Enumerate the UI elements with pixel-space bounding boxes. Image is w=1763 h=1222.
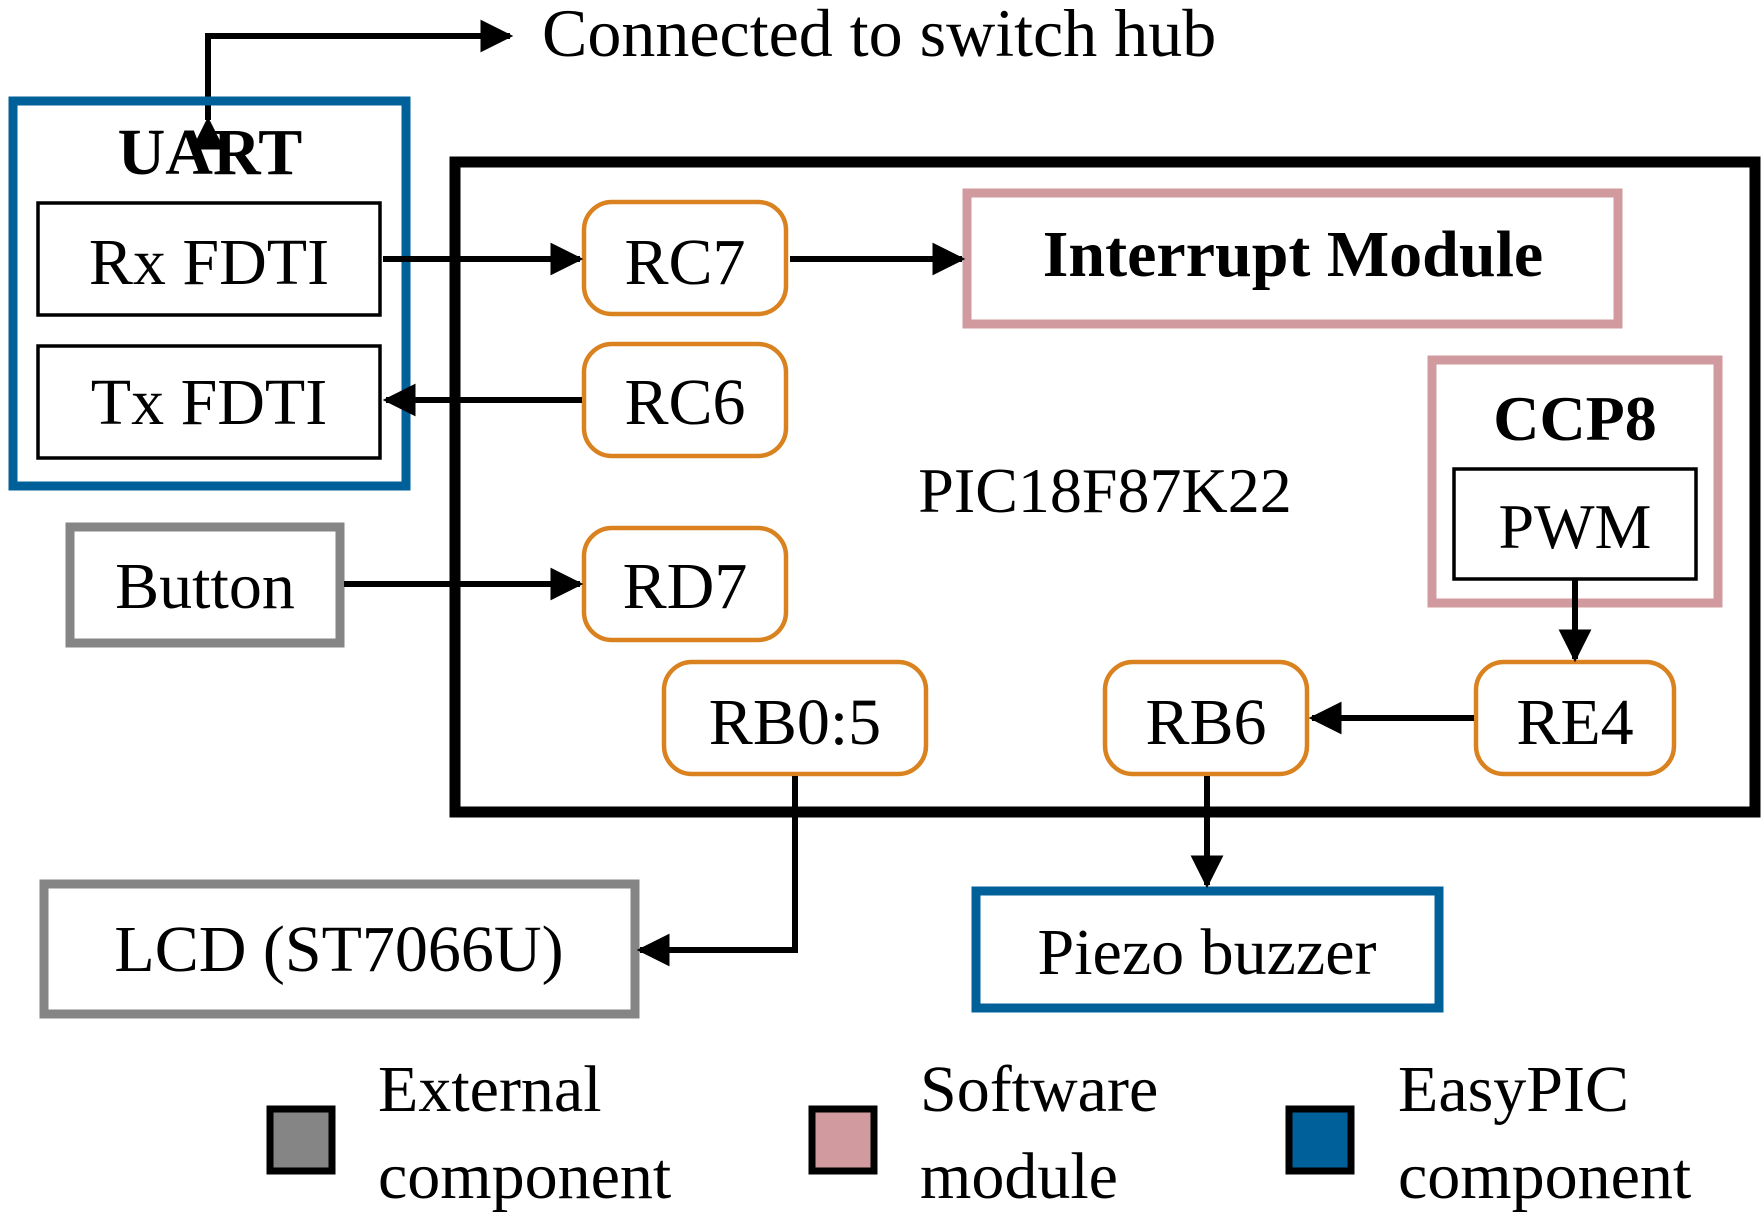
- pin-rb6-box: [1102, 659, 1310, 777]
- legend-external-line2: component: [378, 1140, 671, 1213]
- legend-software-line2: module: [920, 1140, 1118, 1213]
- pin-rc7-label: RC7: [624, 226, 745, 299]
- pin-rd7-label: RD7: [623, 550, 748, 623]
- tx-fdti-box: [36, 344, 382, 460]
- piezo-buzzer-box: [971, 886, 1444, 1013]
- lcd-label: LCD (ST7066U): [114, 913, 563, 986]
- button-label: Button: [115, 550, 295, 623]
- mcu-name: PIC18F87K22: [918, 455, 1291, 526]
- mcu-box: [449, 156, 1761, 818]
- tx-fdti-label: Tx FDTI: [91, 366, 327, 439]
- legend-easypic-line2: component: [1398, 1140, 1691, 1213]
- lcd-box: [39, 879, 640, 1019]
- pin-re4-label: RE4: [1516, 686, 1633, 759]
- rx-fdti-box: [36, 201, 382, 317]
- ccp8-label: CCP8: [1493, 383, 1657, 454]
- pin-rb05-label: RB0:5: [709, 686, 881, 759]
- rx-fdti-label: Rx FDTI: [89, 226, 329, 299]
- legend-easypic-swatch: [1285, 1105, 1355, 1175]
- legend-external-line1: External: [378, 1053, 602, 1126]
- pin-rb05-box: [661, 659, 929, 777]
- hub-connection-arrow: [191, 19, 514, 150]
- legend-easypic-line1: EasyPIC: [1398, 1053, 1629, 1126]
- interrupt-module-box: [962, 188, 1623, 329]
- piezo-buzzer-label: Piezo buzzer: [1038, 916, 1377, 989]
- interrupt-module-label: Interrupt Module: [1043, 218, 1543, 291]
- switch-hub-label: Connected to switch hub: [542, 0, 1216, 71]
- button-box: [65, 522, 345, 648]
- pin-rc6-box: [581, 341, 789, 459]
- pwm-label: PWM: [1499, 491, 1652, 562]
- rb05-to-lcd-arrow: [636, 776, 798, 967]
- pin-rc7-box: [581, 199, 789, 317]
- pin-rb6-label: RB6: [1145, 686, 1266, 759]
- legend-external-swatch: [266, 1105, 336, 1175]
- pin-rc6-label: RC6: [624, 366, 745, 439]
- pin-rd7-box: [581, 525, 789, 643]
- pwm-box: [1452, 467, 1698, 581]
- legend-software-line1: Software: [920, 1053, 1158, 1126]
- uart-title: UART: [118, 116, 303, 189]
- uart-box: [8, 96, 411, 491]
- legend-software-swatch: [808, 1105, 878, 1175]
